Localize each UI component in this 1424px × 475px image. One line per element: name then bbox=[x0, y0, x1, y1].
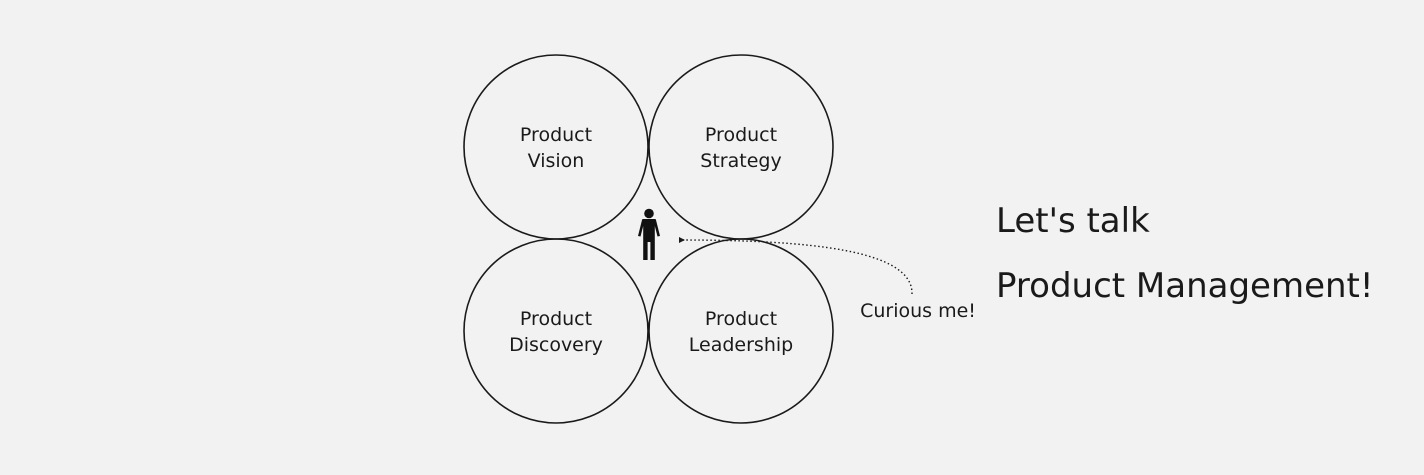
circle-product-strategy: Product Strategy bbox=[648, 54, 834, 240]
dotted-arrow bbox=[678, 236, 913, 295]
circle-product-vision: Product Vision bbox=[463, 54, 649, 240]
headline-line-1: Let's talk bbox=[996, 201, 1150, 241]
circle-label-line1: Product bbox=[520, 124, 592, 146]
person-icon bbox=[638, 208, 660, 260]
circle-label-line1: Product bbox=[705, 124, 777, 146]
circle-label-line2: Discovery bbox=[509, 334, 603, 356]
circle-label-line2: Vision bbox=[528, 150, 585, 172]
annotation-curious-me: Curious me! bbox=[860, 300, 976, 322]
circle-label-line1: Product bbox=[520, 308, 592, 330]
circle-label-line1: Product bbox=[705, 308, 777, 330]
headline-line-2: Product Management! bbox=[996, 266, 1374, 306]
circle-label-line2: Leadership bbox=[689, 334, 793, 356]
circle-product-discovery: Product Discovery bbox=[463, 238, 649, 424]
circle-label-line2: Strategy bbox=[700, 150, 781, 172]
circle-product-leadership: Product Leadership bbox=[648, 238, 834, 424]
